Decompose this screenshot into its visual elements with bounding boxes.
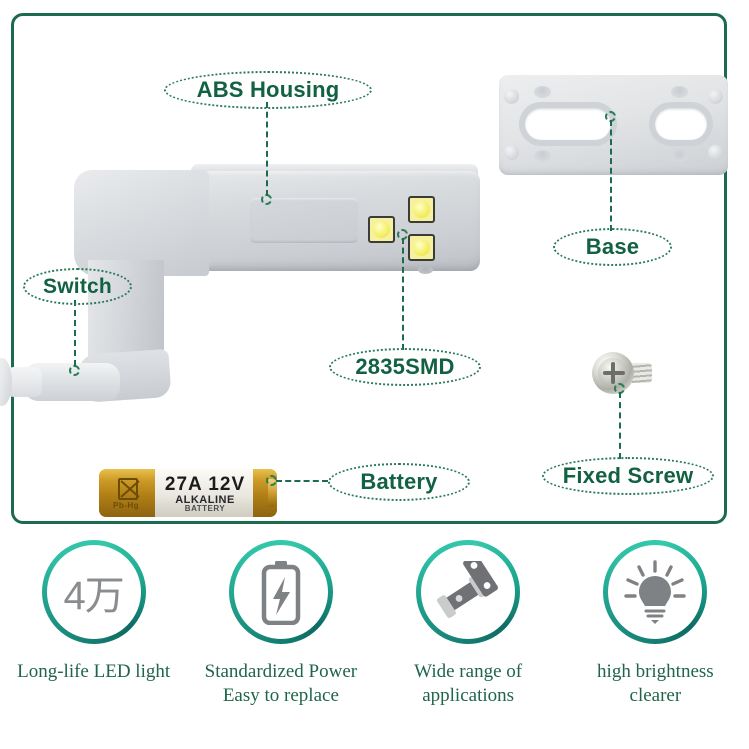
battery-model-voltage: 27A 12V [164, 474, 246, 495]
feature-caption: Standardized Power Easy to replace [205, 660, 357, 708]
battery-label-band [155, 469, 253, 517]
feature-caption-line: Standardized Power [204, 661, 358, 682]
callout-smd-label: 2835SMD [355, 354, 455, 379]
screw-cross-slot [603, 371, 625, 375]
feature-caption-line: applications [422, 684, 515, 706]
battery-chemistry: ALKALINE [175, 494, 235, 506]
feature-ring: 4万 [41, 540, 146, 644]
callout-smd[interactable]: 2835SMD [329, 348, 481, 386]
leader-battery [276, 480, 328, 482]
callout-abs-housing-label: ABS Housing [196, 77, 340, 102]
callout-battery[interactable]: Battery [328, 463, 470, 501]
crossed-out-bin-icon [118, 478, 138, 500]
feature-ring [228, 540, 333, 644]
feature-caption: Long-life LED light [17, 660, 170, 684]
lamp-vent-dimple [418, 266, 433, 274]
base-dimple [671, 150, 688, 162]
base-dimple [534, 86, 551, 98]
diagram-frame: Pb-Hg 27A 12V ALKALINE BATTERY ABS Housi… [0, 13, 728, 524]
callout-battery-label: Battery [360, 469, 438, 494]
mounting-base-plate [499, 75, 728, 175]
mounting-hardware-icon [421, 545, 515, 639]
feature-ring [603, 540, 708, 644]
callout-fixed-screw-label: Fixed Screw [562, 463, 694, 488]
base-dimple [671, 86, 688, 98]
callout-switch-label: Switch [43, 274, 112, 298]
feature-caption: Wide range of applications [414, 660, 522, 708]
callout-fixed-screw[interactable]: Fixed Screw [542, 457, 714, 495]
base-slot-large [525, 108, 611, 140]
lamp-head-block [74, 170, 209, 276]
feature-caption-line: high brightness [597, 661, 714, 682]
lamp-switch-stem-collar [6, 367, 42, 397]
lifetime-hours-text: 4万 [63, 574, 125, 618]
base-bump [708, 145, 723, 160]
base-slot-small [655, 108, 707, 140]
battery-bolt-icon [234, 545, 328, 639]
callout-abs-housing[interactable]: ABS Housing [164, 71, 372, 109]
feature-high-brightness: high brightness clearer [562, 540, 749, 749]
battery-positive-terminal [268, 479, 277, 507]
feature-caption-line: clearer [629, 684, 682, 706]
feature-caption: high brightness clearer [597, 660, 714, 708]
phillips-screw-icon [592, 352, 652, 398]
switch-plunger-cap [0, 358, 12, 406]
smd-led-chip [368, 216, 395, 243]
base-bump [504, 145, 519, 160]
base-bump [708, 89, 723, 104]
battery-subtitle: BATTERY [184, 504, 226, 513]
callout-base-label: Base [585, 234, 640, 259]
leader-fixed-screw [619, 392, 621, 459]
leader-switch [74, 300, 76, 366]
callout-base[interactable]: Base [553, 228, 672, 266]
leader-smd [402, 238, 404, 350]
lifetime-hours-icon: 4万 [47, 545, 141, 639]
leader-abs-housing [266, 102, 268, 196]
base-dimple [534, 150, 551, 162]
feature-caption-line: Long-life LED light [17, 661, 171, 682]
feature-wide-applications: Wide range of applications [375, 540, 562, 749]
screw-threaded-shaft [631, 363, 652, 383]
feature-caption-line: Wide range of [414, 661, 523, 682]
feature-ring [416, 540, 521, 644]
feature-long-life-led: 4万 Long-life LED light [0, 540, 187, 749]
battery-hazard-mark: Pb-Hg [113, 501, 140, 510]
led-lamp-body [0, 156, 480, 416]
smd-led-chip [408, 234, 435, 261]
lightbulb-rays-icon [608, 545, 702, 639]
anchor-switch [69, 365, 80, 376]
feature-caption-line: Easy to replace [222, 684, 339, 706]
lamp-recessed-panel [250, 198, 358, 243]
smd-led-chip [408, 196, 435, 223]
27a-battery: Pb-Hg 27A 12V ALKALINE BATTERY [99, 469, 277, 517]
base-bump [504, 89, 519, 104]
feature-standardized-power: Standardized Power Easy to replace [187, 540, 374, 749]
callout-switch[interactable]: Switch [23, 268, 132, 305]
leader-base [610, 120, 612, 231]
feature-strip: 4万 Long-life LED light Standardized Po [0, 540, 749, 749]
